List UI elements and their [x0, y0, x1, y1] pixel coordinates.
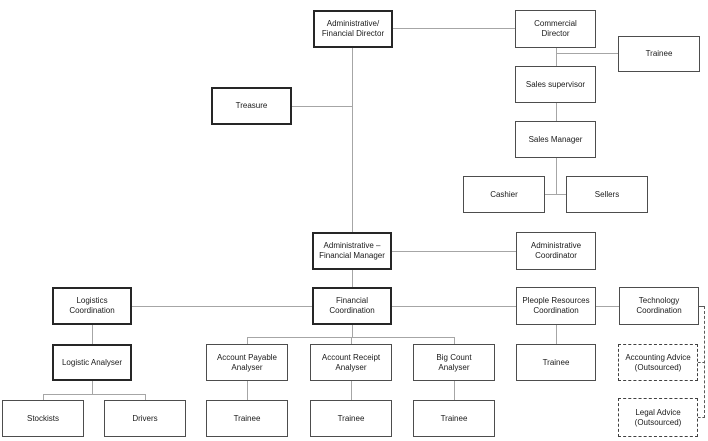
node-label: Treasure: [235, 101, 268, 110]
connector-accounting-advice-dashed: [698, 362, 705, 363]
connector-drop-drivers: [145, 394, 146, 400]
node-sellers: Sellers: [566, 176, 648, 213]
node-label: Cashier: [490, 189, 518, 199]
connector-cashier-sellers: [545, 194, 566, 195]
node-cashier: Cashier: [463, 176, 545, 213]
connector-receipt-to-trainee: [351, 381, 352, 400]
node-admin-financial-manager: Administrative – Financial Manager: [312, 232, 392, 270]
node-label: Stockists: [26, 413, 59, 423]
connector-drop-receipt: [351, 337, 352, 344]
node-legal-advice-outsourced: Legal Advice (Outsourced): [618, 398, 698, 437]
node-label: Trainee: [440, 413, 468, 423]
node-trainee-hr: Trainee: [516, 344, 596, 381]
node-label: Accounting Advice (Outsourced): [625, 352, 691, 372]
connector-bigcount-to-trainee: [454, 381, 455, 400]
node-commercial-director: Commercial Director: [515, 10, 596, 48]
node-label: Commercial Director: [534, 19, 577, 38]
node-account-payable-analyser: Account Payable Analyser: [206, 344, 288, 381]
node-label: Account Receipt Analyser: [321, 352, 381, 372]
node-label: Trainee: [233, 413, 261, 423]
connector-financial-pleople: [392, 306, 516, 307]
node-drivers: Drivers: [104, 400, 186, 437]
connector-technology-stub-dashed: [699, 306, 705, 307]
connector-analyser-down: [92, 381, 93, 394]
node-account-receipt-analyser: Account Receipt Analyser: [310, 344, 392, 381]
node-label: Administrative – Financial Manager: [319, 241, 385, 260]
node-label: Big Count Analyser: [436, 352, 472, 372]
connector-analyser-rail: [247, 337, 454, 338]
connector-salesmanager-down: [556, 158, 557, 195]
connector-logistics-to-analyser: [92, 325, 93, 344]
node-label: Technology Coordination: [636, 296, 682, 315]
node-admin-financial-director: Administrative/ Financial Director: [313, 10, 393, 48]
connector-logistics-financial: [132, 306, 312, 307]
connector-pleople-to-trainee: [556, 325, 557, 344]
node-label: Sales supervisor: [525, 79, 586, 89]
node-label: Sales Manager: [528, 134, 583, 144]
node-label: Administrative Coordinator: [530, 241, 582, 260]
connector-manager-to-financial: [352, 270, 353, 287]
node-logistics-coordination: Logistics Coordination: [52, 287, 132, 325]
connector-financial-down: [352, 325, 353, 337]
node-trainee-receipt: Trainee: [310, 400, 392, 437]
node-trainee-payable: Trainee: [206, 400, 288, 437]
node-label: Pleople Resources Coordination: [522, 296, 590, 315]
connector-director-to-manager: [352, 48, 353, 232]
node-big-count-analyser: Big Count Analyser: [413, 344, 495, 381]
node-administrative-coordinator: Administrative Coordinator: [516, 232, 596, 270]
node-label: Legal Advice (Outsourced): [634, 407, 682, 427]
node-label: Logistics Coordination: [69, 296, 115, 315]
node-trainee-commercial: Trainee: [618, 36, 700, 72]
node-treasure: Treasure: [211, 87, 292, 125]
node-trainee-big-count: Trainee: [413, 400, 495, 437]
connector-directors: [393, 28, 515, 29]
connector-supervisor-to-salesmanager: [556, 103, 557, 121]
connector-pleople-technology: [596, 306, 619, 307]
node-label: Trainee: [337, 413, 365, 423]
node-sales-supervisor: Sales supervisor: [515, 66, 596, 103]
node-label: Sellers: [594, 189, 620, 199]
node-accounting-advice-outsourced: Accounting Advice (Outsourced): [618, 344, 698, 381]
node-technology-coordination: Technology Coordination: [619, 287, 699, 325]
node-label: Trainee: [542, 357, 570, 367]
node-label: Trainee: [645, 49, 673, 58]
connector-stockists-drivers-rail: [43, 394, 145, 395]
node-stockists: Stockists: [2, 400, 84, 437]
node-pleople-resources-coordination: Pleople Resources Coordination: [516, 287, 596, 325]
connector-payable-to-trainee: [247, 381, 248, 400]
connector-drop-stockists: [43, 394, 44, 400]
node-financial-coordination: Financial Coordination: [312, 287, 392, 325]
node-logistic-analyser: Logistic Analyser: [52, 344, 132, 381]
connector-legal-advice-dashed: [698, 417, 705, 418]
node-label: Administrative/ Financial Director: [321, 19, 385, 38]
connector-drop-payable: [247, 337, 248, 344]
connector-treasure: [292, 106, 352, 107]
node-label: Logistic Analyser: [61, 357, 123, 367]
connector-commercial-to-supervisor: [556, 48, 557, 66]
node-label: Financial Coordination: [329, 296, 375, 315]
node-label: Account Payable Analyser: [216, 352, 278, 372]
node-label: Drivers: [132, 413, 158, 423]
connector-drop-bigcount: [454, 337, 455, 344]
connector-commercial-to-trainee: [556, 53, 618, 54]
connector-manager-to-admincoord: [392, 251, 516, 252]
node-sales-manager: Sales Manager: [515, 121, 596, 158]
